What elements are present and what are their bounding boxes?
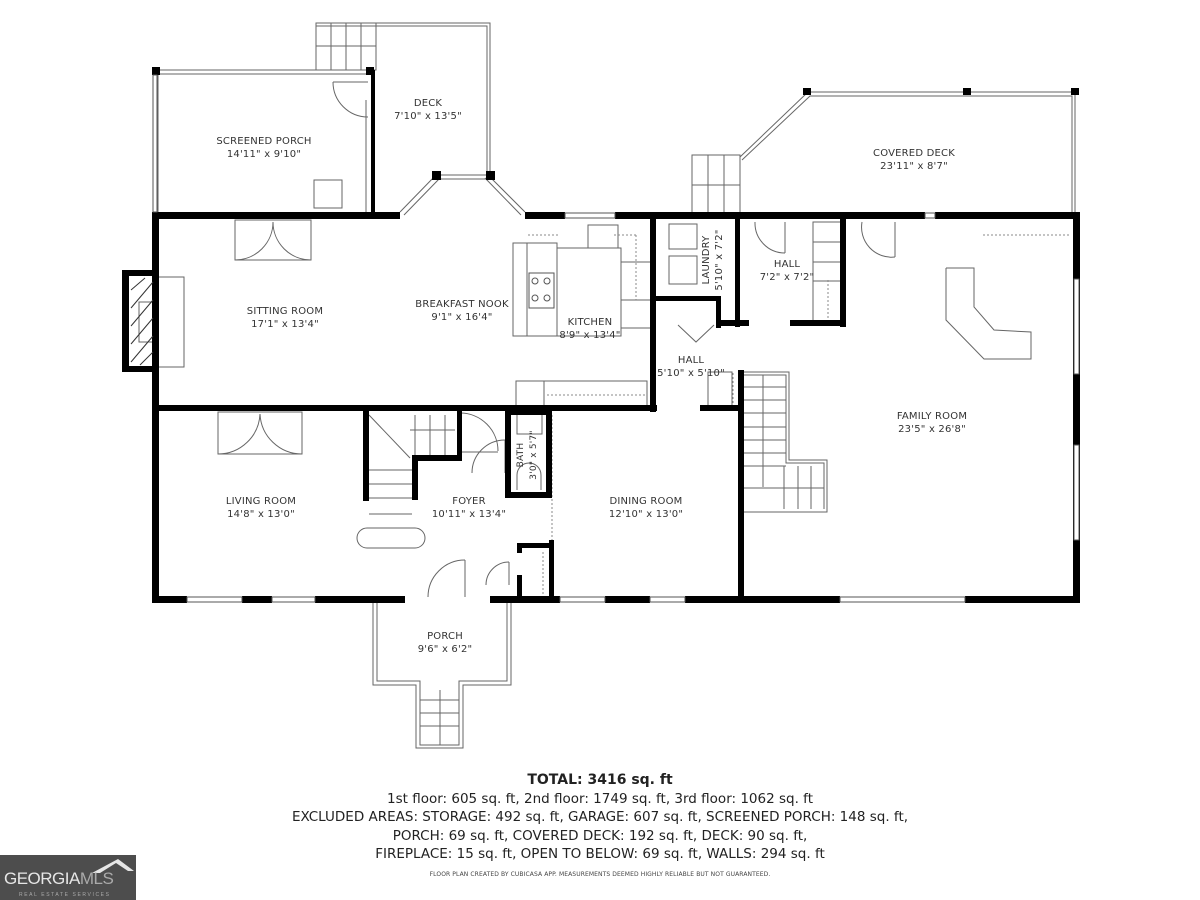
logo-tagline: REAL ESTATE SERVICES [19, 892, 111, 898]
area-summary: TOTAL: 3416 sq. ft 1st floor: 605 sq. ft… [0, 771, 1200, 864]
total-area: TOTAL: 3416 sq. ft [527, 772, 673, 788]
excluded-areas-3: FIREPLACE: 15 sq. ft, OPEN TO BELOW: 69 … [375, 846, 825, 862]
room-name: PORCH [427, 631, 463, 642]
room-porch: PORCH 9'6" x 6'2" [418, 630, 473, 656]
room-dims: 5'10" x 5'10" [657, 368, 725, 379]
room-dims: 23'5" x 26'8" [898, 424, 966, 435]
room-foyer: FOYER 10'11" x 13'4" [432, 495, 506, 521]
room-deck: DECK 7'10" x 13'5" [394, 97, 462, 123]
room-name: FAMILY ROOM [896, 411, 968, 422]
room-dims: 5'10" x 7'2" [714, 229, 725, 291]
room-name: SITTING ROOM [246, 306, 324, 317]
roof-icon [92, 859, 134, 873]
room-name: HALL [677, 355, 705, 366]
room-sitting-room: SITTING ROOM 17'1" x 13'4" [247, 305, 323, 331]
room-family-room: FAMILY ROOM 23'5" x 26'8" [897, 410, 967, 436]
room-kitchen: KITCHEN 8'9" x 13'4" [559, 316, 620, 342]
excluded-areas-1: EXCLUDED AREAS: STORAGE: 492 sq. ft, GAR… [291, 809, 909, 825]
room-name: DECK [413, 98, 443, 109]
room-dims: 9'6" x 6'2" [417, 644, 473, 655]
excluded-areas-2: PORCH: 69 sq. ft, COVERED DECK: 192 sq. … [392, 827, 808, 844]
room-dims: 7'10" x 13'5" [394, 111, 462, 122]
fireplace-hatch [130, 277, 154, 366]
room-dims: 10'11" x 13'4" [431, 509, 507, 520]
logo-name: GEORGIAMLS [4, 869, 114, 888]
room-name: DINING ROOM [609, 496, 683, 507]
room-dims: 8'9" x 13'4" [559, 330, 621, 341]
room-dims: 7'2" x 7'2" [759, 272, 815, 283]
room-dims: 9'1" x 16'4" [431, 312, 493, 323]
floor-areas: 1st floor: 605 sq. ft, 2nd floor: 1749 s… [386, 790, 813, 807]
room-hall-center: HALL 5'10" x 5'10" [657, 354, 725, 380]
floor-plan [122, 22, 1080, 749]
georgia-mls-logo: GEORGIAMLS REAL ESTATE SERVICES [0, 855, 136, 900]
room-dining-room: DINING ROOM 12'10" x 13'0" [609, 495, 683, 521]
room-screened-porch: SCREENED PORCH 14'11" x 9'10" [216, 135, 311, 161]
room-dims: 14'11" x 9'10" [226, 149, 302, 160]
room-dims: 23'11" x 8'7" [880, 161, 948, 172]
room-dims: 17'1" x 13'4" [251, 319, 319, 330]
stove-burners [528, 272, 555, 309]
room-name: KITCHEN [567, 317, 613, 328]
room-dims: 12'10" x 13'0" [608, 509, 684, 520]
room-name: FOYER [452, 496, 486, 507]
room-dims: 14'8" x 13'0" [227, 509, 295, 520]
thin-outlines [138, 22, 1076, 749]
room-hall-upper: HALL 7'2" x 7'2" [760, 258, 815, 284]
room-name: HALL [773, 259, 801, 270]
walls [122, 67, 1080, 603]
dotted-lines [528, 234, 1070, 598]
room-name: LIVING ROOM [225, 496, 297, 507]
disclaimer: FLOOR PLAN CREATED BY CUBICASA APP. MEAS… [429, 871, 771, 878]
room-living-room: LIVING ROOM 14'8" x 13'0" [226, 495, 296, 521]
room-name: BATH [516, 442, 526, 468]
room-name: SCREENED PORCH [216, 136, 312, 147]
room-name: COVERED DECK [873, 148, 955, 159]
room-breakfast-nook: BREAKFAST NOOK 9'1" x 16'4" [415, 298, 508, 324]
room-name: BREAKFAST NOOK [415, 299, 509, 310]
room-covered-deck: COVERED DECK 23'11" x 8'7" [873, 147, 955, 173]
room-dims: 3'0" x 5'7" [529, 430, 539, 480]
room-name: LAUNDRY [701, 235, 712, 285]
windows [152, 74, 1080, 603]
